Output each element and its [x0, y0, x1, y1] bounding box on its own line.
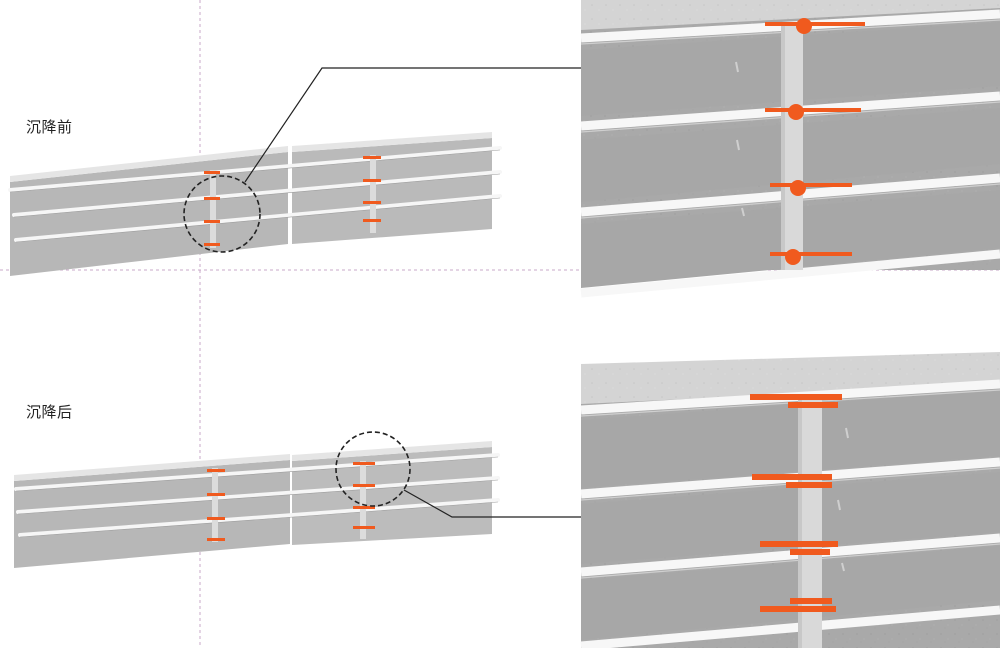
callout-circle	[335, 431, 411, 507]
wall-panel-right-top	[292, 441, 492, 461]
zoom-after	[580, 352, 1000, 648]
zoom-before	[580, 0, 1000, 298]
zoom-connectors	[765, 18, 865, 265]
wall-panel-right	[292, 447, 492, 545]
rails	[8, 146, 502, 242]
connectors	[207, 462, 375, 541]
connectors	[204, 156, 381, 246]
wall-panel-left-top	[10, 146, 288, 182]
zoom-connectors	[750, 394, 842, 612]
wall-panel-right-top	[292, 132, 492, 152]
zoom-post	[781, 26, 803, 270]
post	[370, 155, 376, 233]
wall-panel-left-top	[14, 454, 290, 481]
callout-circle	[183, 175, 261, 253]
wall-panel-right	[292, 138, 492, 244]
post	[210, 170, 216, 248]
wall-before-small	[8, 67, 582, 276]
callout-leader-line	[403, 489, 582, 518]
callout-leader-line	[244, 67, 582, 183]
label-before-settlement: 沉降前	[26, 118, 73, 136]
label-after-settlement: 沉降后	[26, 403, 73, 421]
wall-after-small	[14, 431, 582, 568]
